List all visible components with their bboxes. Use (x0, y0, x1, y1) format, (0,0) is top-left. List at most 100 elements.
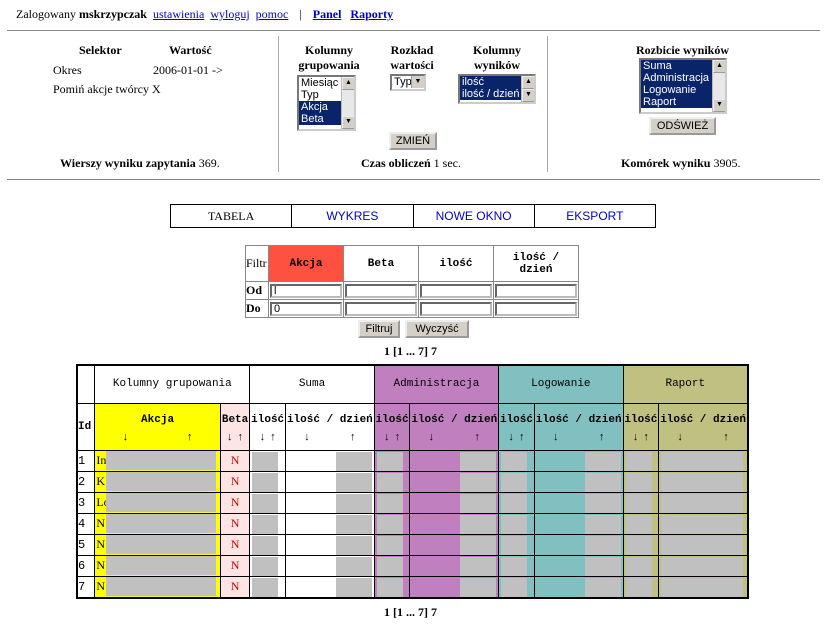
result-listbox-scrollbar[interactable]: ▲ ▼ (521, 76, 534, 102)
row-action: In (94, 449, 221, 472)
sort-desc-icon[interactable]: ↓ (552, 431, 560, 444)
breakdown-option-login[interactable]: Logowanie (641, 84, 725, 96)
filter-button[interactable]: Filtruj (358, 320, 400, 338)
filter-to-count-input[interactable] (420, 301, 492, 316)
redacted-value (584, 556, 621, 576)
redacted-value (625, 535, 652, 555)
refresh-button[interactable]: ODŚWIEŻ (649, 117, 716, 135)
row-report-count (622, 512, 660, 535)
sort-desc-icon[interactable]: ↓ (259, 431, 266, 444)
filter-header-beta[interactable]: Beta (343, 245, 419, 282)
result-columns-listbox[interactable]: ilość ilość / dzień ▲ ▼ (458, 74, 536, 104)
change-button[interactable]: ZMIEŃ (389, 132, 437, 150)
breakdown-option-sum[interactable]: Suma (641, 60, 725, 72)
filter-to-count-per-day-input[interactable] (495, 301, 577, 316)
sort-desc-icon[interactable]: ↓ (383, 431, 391, 444)
selector-row-period-value: 2006-01-01 -> (153, 63, 223, 77)
breakdown-option-admin[interactable]: Administracja (641, 72, 725, 84)
chevron-down-icon[interactable]: ▼ (411, 76, 424, 88)
filter-header-count-per-day[interactable]: ilość / dzień (493, 245, 579, 282)
row-sum-count (249, 575, 287, 598)
sort-asc-icon[interactable]: ↑ (642, 431, 650, 444)
filter-to-beta-input[interactable] (345, 301, 417, 316)
reports-link[interactable]: Raporty (350, 7, 394, 21)
sort-desc-icon[interactable]: ↓ (226, 431, 234, 444)
redacted-value (661, 556, 744, 576)
col-header-sum-count: ilość↓↑ (249, 402, 287, 451)
sort-desc-icon[interactable]: ↓ (303, 431, 311, 444)
scroll-up-icon[interactable]: ▲ (522, 76, 534, 89)
filter-from-beta-input[interactable] (345, 283, 417, 298)
redacted-value (460, 472, 497, 492)
redacted-value (501, 514, 528, 534)
group-option-action[interactable]: Akcja (299, 101, 354, 113)
redacted-value (106, 472, 217, 491)
pagination-top[interactable]: 1 [1 ... 7] 7 (384, 344, 437, 358)
row-id: 2 (76, 470, 96, 493)
logged-label: Zalogowany (16, 7, 76, 21)
breakdown-listbox-scrollbar[interactable]: ▲ ▼ (712, 60, 725, 112)
filter-from-count-input[interactable] (420, 283, 492, 298)
group-option-beta[interactable]: Beta (299, 113, 354, 125)
settings-link[interactable]: ustawienia (152, 7, 205, 21)
redacted-value (252, 535, 279, 555)
filter-to-action-input[interactable]: 0 (270, 301, 342, 316)
tab-chart[interactable]: WYKRES (292, 205, 414, 227)
sort-desc-icon[interactable]: ↓ (428, 431, 435, 444)
row-sum-count-per-day (285, 533, 375, 556)
scroll-up-icon[interactable]: ▲ (713, 60, 725, 73)
redacted-value (625, 514, 652, 534)
tab-new-window[interactable]: NOWE OKNO (414, 205, 535, 227)
help-link[interactable]: pomoc (255, 7, 289, 21)
filter-corner: Filtr (245, 245, 269, 282)
filter-from-action-input[interactable]: l (270, 283, 342, 298)
panel-link[interactable]: Panel (312, 7, 342, 21)
filter-header-count[interactable]: ilość (418, 245, 494, 282)
logout-link[interactable]: wyloguj (210, 7, 250, 21)
scroll-down-icon[interactable]: ▼ (713, 99, 725, 112)
sort-desc-icon[interactable]: ↓ (676, 431, 684, 444)
sort-asc-icon[interactable]: ↑ (598, 431, 605, 444)
filter-header-action[interactable]: Akcja (268, 245, 344, 282)
sort-desc-icon[interactable]: ↓ (507, 431, 515, 444)
sort-controls: ↓↑ (286, 432, 374, 444)
tab-table[interactable]: TABELA (171, 205, 293, 227)
row-sum-count (249, 491, 287, 514)
distribution-select[interactable]: Typ ▼ (390, 74, 426, 91)
result-option-count[interactable]: ilość (460, 76, 534, 88)
sort-asc-icon[interactable]: ↑ (722, 431, 730, 444)
section-sum-header: Suma (249, 364, 375, 404)
result-option-count-per-day[interactable]: ilość / dzień (460, 88, 534, 100)
group-option-month[interactable]: Miesiąc (301, 77, 339, 89)
breakdown-option-report[interactable]: Raport (641, 96, 725, 108)
redacted-value (335, 514, 372, 534)
filter-from-count-per-day-input[interactable] (495, 283, 577, 298)
sort-asc-icon[interactable]: ↑ (269, 431, 277, 444)
sort-desc-icon[interactable]: ↓ (122, 431, 129, 444)
row-login-count-per-day (533, 533, 624, 556)
scroll-up-icon[interactable]: ▲ (342, 77, 354, 90)
row-id: 5 (76, 533, 96, 556)
pagination-bottom[interactable]: 1 [1 ... 7] 7 (384, 605, 437, 619)
sort-asc-icon[interactable]: ↑ (518, 431, 526, 444)
group-listbox-scrollbar[interactable]: ▲ ▼ (341, 77, 354, 129)
sort-asc-icon[interactable]: ↑ (394, 431, 401, 444)
group-columns-listbox[interactable]: Miesiąc Typ Akcja Beta ▲ ▼ (297, 75, 356, 131)
sort-asc-icon[interactable]: ↑ (186, 431, 193, 444)
row-report-count (622, 449, 660, 472)
scroll-down-icon[interactable]: ▼ (342, 116, 354, 129)
clear-filter-button[interactable]: Wyczyść (405, 320, 469, 338)
sort-desc-icon[interactable]: ↓ (632, 431, 639, 444)
group-option-type[interactable]: Typ (301, 89, 319, 101)
row-admin-count-per-day (409, 554, 500, 577)
sort-asc-icon[interactable]: ↑ (473, 431, 481, 444)
redacted-value (376, 556, 403, 576)
breakdown-listbox[interactable]: Suma Administracja Logowanie Raport ▲ ▼ (639, 58, 727, 114)
redacted-value (625, 472, 652, 492)
redacted-value (106, 577, 217, 596)
tab-export[interactable]: EKSPORT (566, 209, 624, 223)
scroll-down-icon[interactable]: ▼ (522, 89, 534, 102)
sort-asc-icon[interactable]: ↑ (237, 431, 244, 444)
sort-asc-icon[interactable]: ↑ (349, 431, 357, 444)
